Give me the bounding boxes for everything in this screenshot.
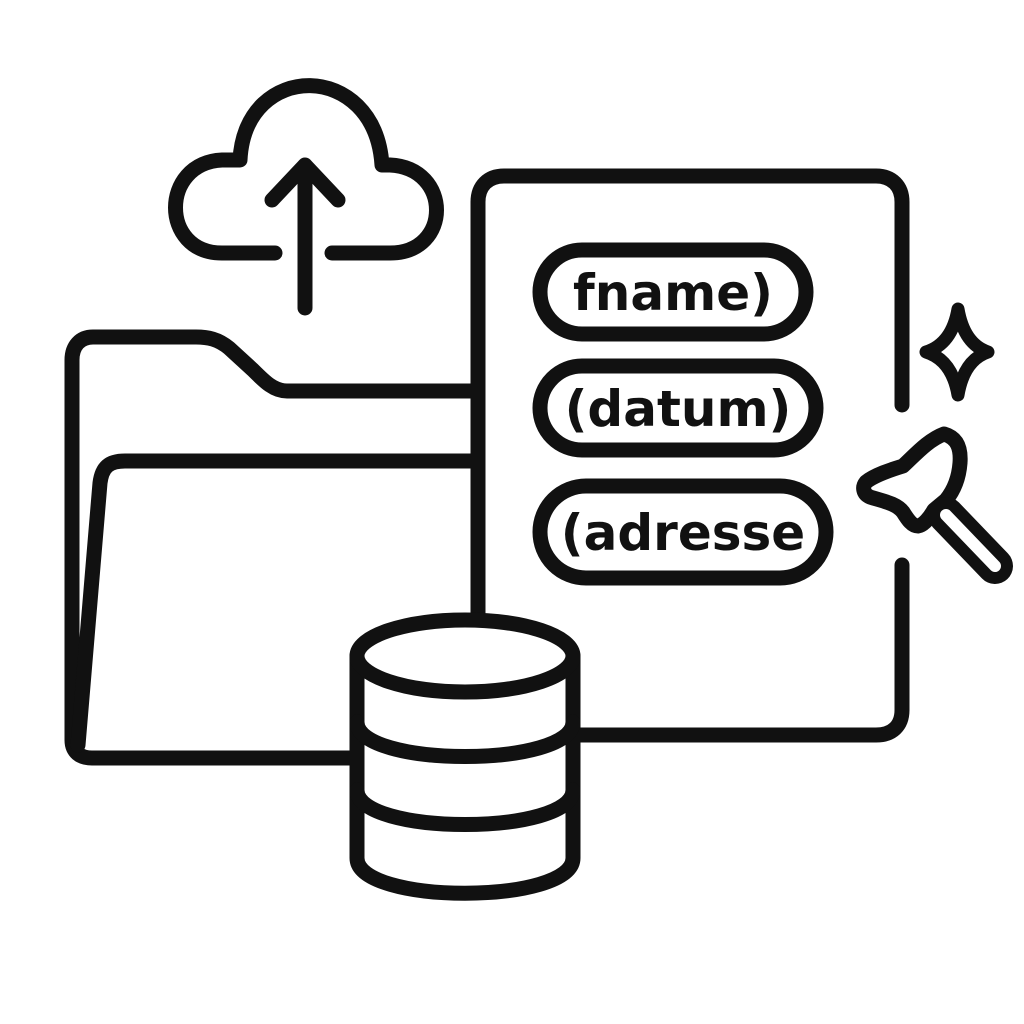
magic-wand-icon xyxy=(856,426,1013,584)
sparkle-icon xyxy=(919,302,995,402)
folder-icon xyxy=(64,329,486,766)
field-label: fname) xyxy=(573,264,773,322)
field-pill-fname: fname) xyxy=(532,242,814,342)
field-label: (datum) xyxy=(565,380,792,438)
field-pill-adresse: (adresse xyxy=(532,478,834,586)
field-label: (adresse xyxy=(561,504,805,562)
cloud-upload-icon xyxy=(168,78,444,316)
database-icon xyxy=(349,612,581,901)
document-icon xyxy=(470,168,910,743)
field-pill-datum: (datum) xyxy=(532,358,824,458)
